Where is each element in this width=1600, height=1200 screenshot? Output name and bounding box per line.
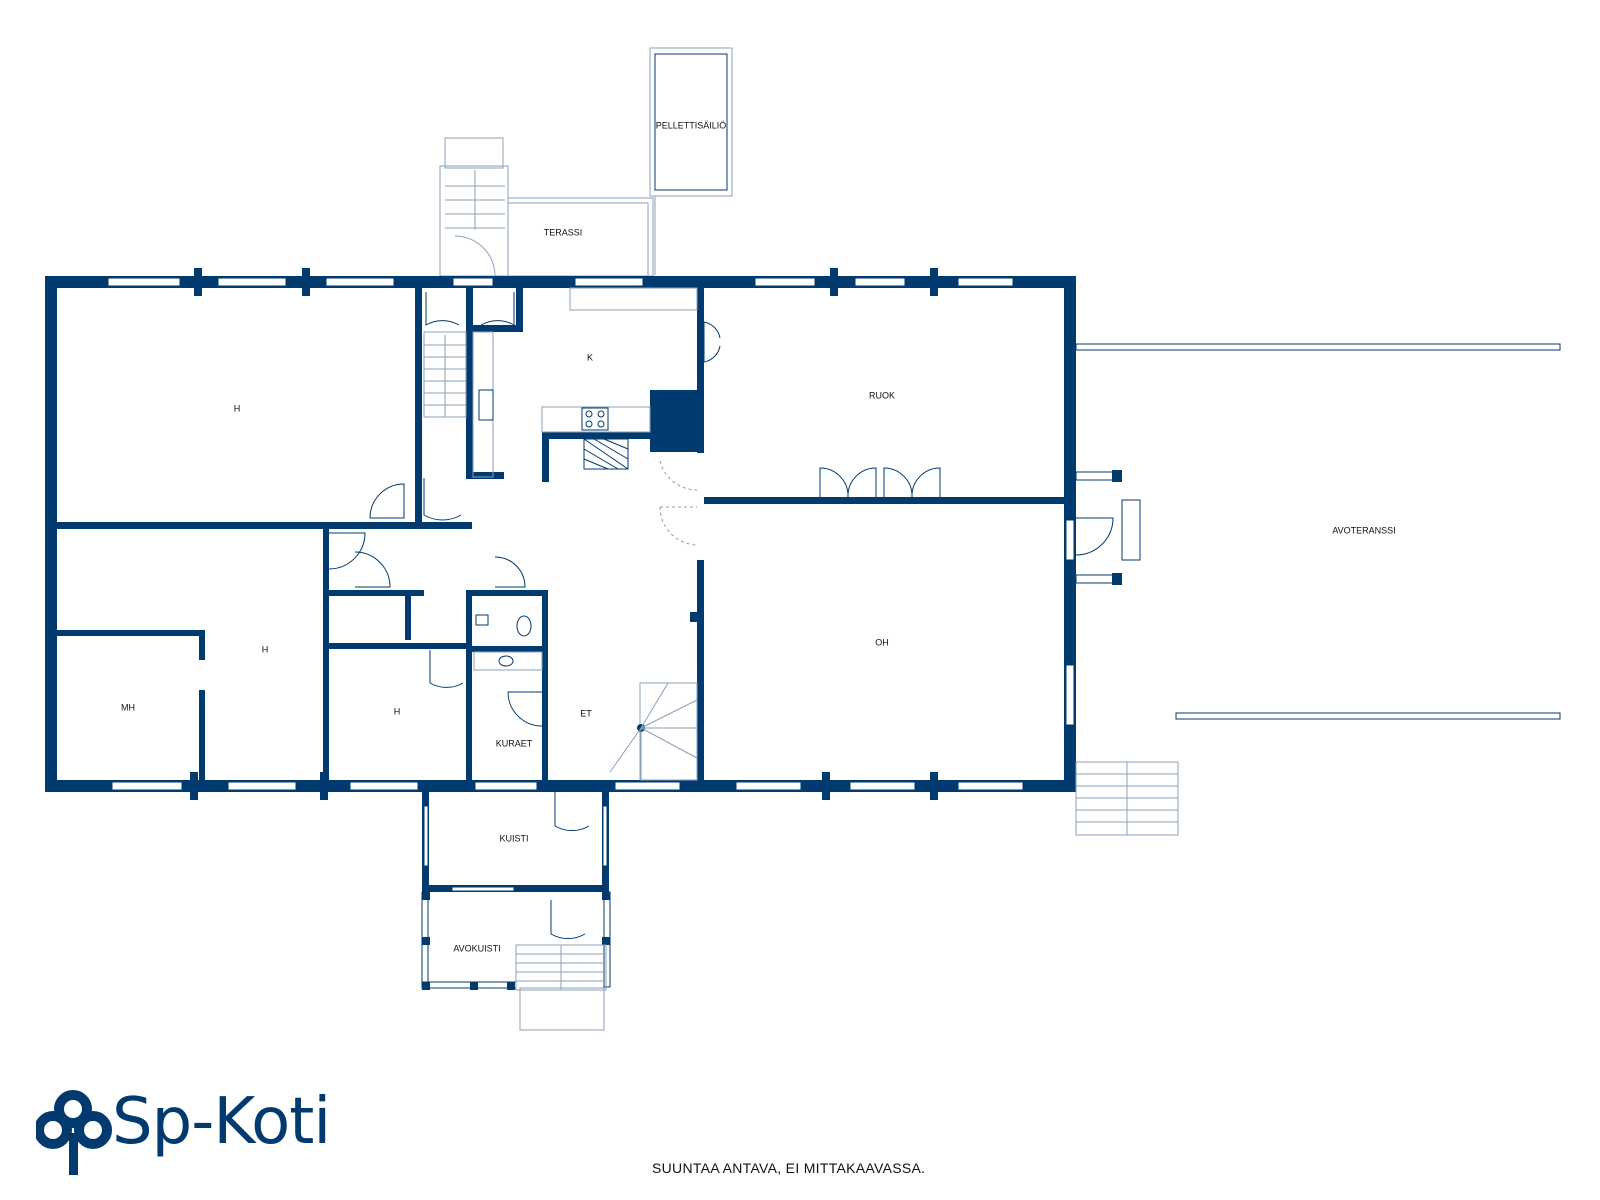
interior-walls — [57, 288, 1122, 792]
room-label-h1: H — [234, 403, 241, 413]
disclaimer-text: SUUNTAA ANTAVA, EI MITTAKAAVASSA. — [652, 1160, 926, 1176]
room-label-terassi: TERASSI — [544, 227, 583, 237]
kitchen-fixtures — [472, 287, 698, 478]
room-label-kuisti: KUISTI — [499, 833, 528, 843]
doors — [328, 292, 1114, 940]
pellet-tank — [649, 47, 733, 275]
open-terrace — [1075, 343, 1561, 836]
terrace — [439, 137, 654, 277]
room-label-avokuisti: AVOKUISTI — [453, 943, 500, 953]
brand-name: Sp-Koti — [112, 1085, 331, 1159]
interior-stairs — [423, 331, 467, 418]
room-label-mh: MH — [121, 702, 135, 712]
room-label-kuraet: KURAET — [496, 738, 533, 748]
spiral-stair — [609, 682, 698, 781]
windows-right — [1065, 519, 1075, 726]
room-label-avoteranssi: AVOTERANSSI — [1332, 525, 1395, 535]
room-label-h2: H — [262, 644, 269, 654]
windows-top — [107, 268, 1014, 296]
room-label-h3: H — [394, 706, 401, 716]
room-label-pellettisailio: PELLETTISÄILIÖ — [656, 120, 727, 130]
bathroom-fixtures — [473, 614, 543, 671]
room-label-et: ET — [580, 708, 592, 718]
clover-icon — [36, 1090, 112, 1149]
room-label-ruok: RUOK — [869, 390, 895, 400]
porch — [421, 792, 611, 1031]
room-label-k: K — [587, 352, 593, 362]
windows-bottom — [111, 772, 1024, 800]
sp-koti-logo — [36, 1090, 112, 1175]
room-label-oh: OH — [875, 637, 889, 647]
